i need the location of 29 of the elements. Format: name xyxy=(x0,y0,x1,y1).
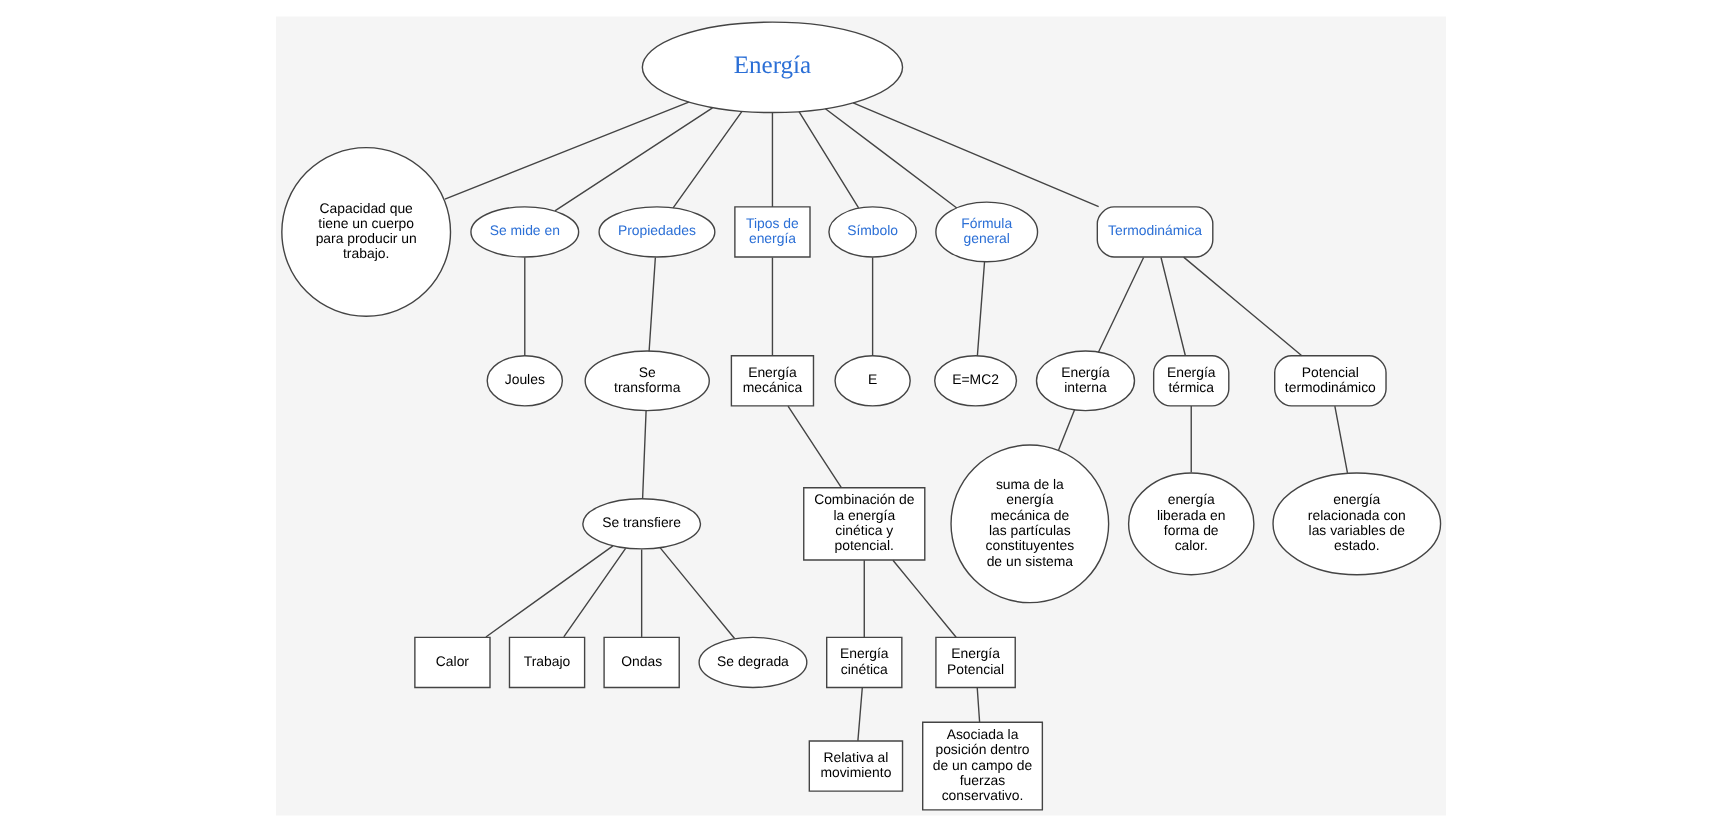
connector xyxy=(640,409,646,500)
connector xyxy=(647,256,656,352)
connector xyxy=(562,547,626,638)
connector xyxy=(862,559,864,638)
connector xyxy=(891,559,956,638)
connector xyxy=(975,260,985,357)
connector xyxy=(1056,409,1075,451)
connector xyxy=(823,108,957,209)
connector xyxy=(1333,405,1348,474)
connector xyxy=(639,548,642,638)
connector xyxy=(658,546,735,640)
connector xyxy=(484,545,613,638)
connector xyxy=(553,107,713,212)
connector xyxy=(1159,256,1186,357)
connector xyxy=(786,405,842,489)
connector xyxy=(523,256,525,357)
node-ellipse: Energía xyxy=(640,21,903,114)
connector xyxy=(1096,256,1144,354)
connector xyxy=(1189,405,1191,474)
connector xyxy=(870,256,873,357)
connector xyxy=(797,111,859,209)
connector xyxy=(856,687,862,742)
connector xyxy=(671,111,742,209)
connector xyxy=(443,101,689,200)
connector xyxy=(770,112,773,208)
connector xyxy=(851,102,1099,208)
connector xyxy=(770,256,773,357)
connector xyxy=(975,687,980,723)
connector xyxy=(1181,256,1302,357)
